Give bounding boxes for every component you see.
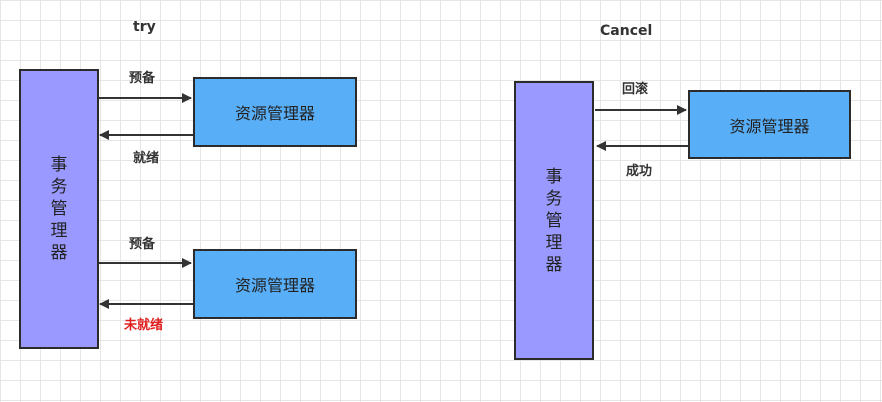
cancel-resource-manager: 资源管理器 <box>688 90 851 159</box>
try-label-prepare-1: 预备 <box>129 71 156 86</box>
try-resource-manager-1: 资源管理器 <box>193 77 357 147</box>
cancel-resource-manager-label: 资源管理器 <box>729 116 810 136</box>
try-label-not-ready: 未就绪 <box>124 318 164 333</box>
cancel-title: Cancel <box>600 23 653 39</box>
cancel-label-success: 成功 <box>626 164 653 179</box>
try-transaction-manager-label: 事务管理器 <box>50 155 68 263</box>
try-label-prepare-2: 预备 <box>129 237 156 252</box>
cancel-transaction-manager-label: 事务管理器 <box>545 166 563 275</box>
cancel-transaction-manager: 事务管理器 <box>514 81 594 360</box>
try-transaction-manager: 事务管理器 <box>19 69 99 349</box>
try-title: try <box>133 19 156 35</box>
cancel-label-rollback: 回滚 <box>622 82 649 97</box>
try-resource-manager-2: 资源管理器 <box>193 249 357 319</box>
try-resource-manager-2-label: 资源管理器 <box>234 276 315 295</box>
try-resource-manager-1-label: 资源管理器 <box>234 104 315 123</box>
try-label-ready: 就绪 <box>133 151 160 166</box>
